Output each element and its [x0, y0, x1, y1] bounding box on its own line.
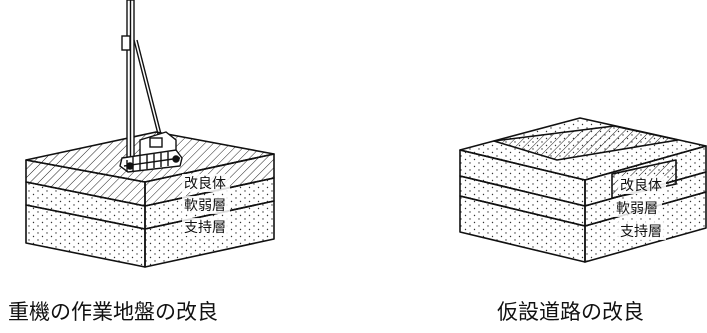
right-layer-labels: 改良体 軟弱層 支持層: [614, 176, 666, 240]
right-caption: 仮設道路の改良: [497, 300, 644, 324]
right-block: [459, 117, 707, 263]
left-label-soft: 軟弱層: [184, 198, 226, 214]
right-road-strip: [493, 125, 679, 161]
left-caption: 重機の作業地盤の改良: [8, 300, 218, 324]
crane-machine: [119, 0, 183, 173]
left-label-improved: 改良体: [184, 176, 226, 192]
left-layer-labels: 改良体 軟弱層 支持層: [182, 174, 230, 236]
left-label-support: 支持層: [184, 220, 226, 236]
right-label-soft: 軟弱層: [616, 201, 658, 217]
right-label-support: 支持層: [620, 224, 662, 240]
right-label-improved: 改良体: [620, 178, 662, 194]
